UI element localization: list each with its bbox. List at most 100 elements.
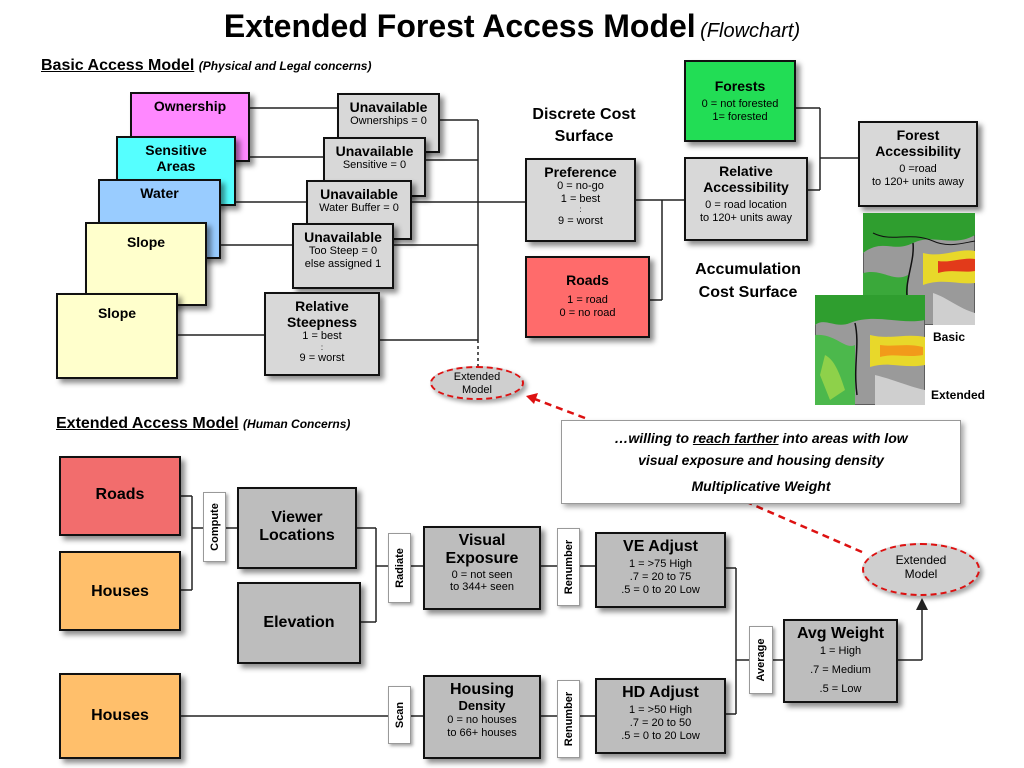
ownership-label: Ownership <box>153 98 227 114</box>
roads-extended-label: Roads <box>95 486 145 503</box>
hd-adjust-line-1: 1 = >50 High <box>629 704 692 717</box>
houses-input-1: Houses <box>59 551 181 631</box>
callout-line-2: visual exposure and housing density <box>638 452 884 468</box>
callout-line-1-post: into areas with low <box>778 430 908 446</box>
extended-model-ellipse-bottom: Extended Model <box>862 543 980 596</box>
relative-accessibility-line-2: to 120+ units away <box>699 211 793 224</box>
relative-accessibility-line-1: 0 = road location <box>705 199 787 212</box>
callout-line-1-pre: …willing to <box>614 430 693 446</box>
extended-map-image <box>815 295 925 405</box>
houses-label-2: Houses <box>91 707 149 724</box>
ve-adjust-line-2: .7 = 20 to 75 <box>629 571 692 584</box>
callout-box: …willing to reach farther into areas wit… <box>561 420 961 504</box>
unavailable-slope: Unavailable Too Steep = 0 else assigned … <box>292 223 394 289</box>
unavailable-sensitive-title: Unavailable <box>335 143 414 159</box>
scan-operation: Scan <box>388 686 411 744</box>
average-operation: Average <box>749 626 773 694</box>
radiate-label: Radiate <box>393 548 406 588</box>
roads-extended-input: Roads <box>59 456 181 536</box>
roads-basic-title: Roads <box>566 272 609 288</box>
renumber-label-1: Renumber <box>562 539 575 595</box>
extended-header-sub: (Human Concerns) <box>243 417 351 431</box>
hd-adjust-line-3: .5 = 0 to 20 Low <box>621 729 700 742</box>
ve-adjust-title: VE Adjust <box>623 538 698 555</box>
forests-title: Forests <box>714 78 766 94</box>
slope-label-2: Slope <box>97 305 137 321</box>
preference-box: Preference 0 = no-go 1 = best : 9 = wors… <box>525 158 636 242</box>
roads-basic-box: Roads 1 = road 0 = no road <box>525 256 650 338</box>
elevation-box: Elevation <box>237 582 361 664</box>
compute-label: Compute <box>208 503 221 551</box>
renumber-label-2: Renumber <box>562 691 575 747</box>
houses-label-1: Houses <box>91 583 149 600</box>
water-label: Water <box>140 185 179 201</box>
avg-weight-box: Avg Weight 1 = High .7 = Medium .5 = Low <box>783 619 898 703</box>
unavailable-slope-title: Unavailable <box>304 229 382 245</box>
viewer-locations-box: Viewer Locations <box>237 487 357 569</box>
avg-weight-line-2: .7 = Medium <box>810 664 871 677</box>
callout-line-3: Multiplicative Weight <box>691 478 831 494</box>
scan-label: Scan <box>393 701 406 729</box>
housing-density-title: Housing <box>450 681 514 698</box>
unavailable-ownership-line: Ownerships = 0 <box>350 115 427 128</box>
forest-accessibility-line-2: to 120+ units away <box>871 175 965 188</box>
elevation-title: Elevation <box>263 614 335 631</box>
forest-accessibility-line-1: 0 =road <box>899 163 937 176</box>
ve-adjust-box: VE Adjust 1 = >75 High .7 = 20 to 75 .5 … <box>595 532 726 608</box>
discrete-cost-surface-label: Discrete Cost Surface <box>532 106 636 145</box>
visual-exposure-box: Visual Exposure 0 = not seen to 344+ see… <box>423 526 541 610</box>
accumulation-cost-surface-label: Accumulation Cost Surface <box>695 261 801 302</box>
hd-adjust-box: HD Adjust 1 = >50 High .7 = 20 to 50 .5 … <box>595 678 726 754</box>
visual-exposure-line-2: to 344+ seen <box>450 581 514 594</box>
preference-line-3: : <box>579 205 582 215</box>
extended-header: Extended Access Model (Human Concerns) <box>56 415 350 433</box>
title-main: Extended Forest Access Model <box>223 8 696 44</box>
viewer-locations-title: Viewer Locations <box>259 509 335 545</box>
forest-accessibility-box: Forest Accessibility 0 =road to 120+ uni… <box>858 121 978 207</box>
renumber-operation-1: Renumber <box>557 528 580 606</box>
forest-accessibility-title: Forest Accessibility <box>875 127 961 160</box>
callout-line-1: …willing to reach farther into areas wit… <box>562 427 960 449</box>
unavailable-water-title: Unavailable <box>320 186 398 202</box>
preference-line-1: 0 = no-go <box>557 180 604 193</box>
relative-steepness-line-1: 1 = best <box>302 330 342 343</box>
page-title: Extended Forest Access Model (Flowchart) <box>0 8 1024 45</box>
avg-weight-line-3: .5 = Low <box>819 682 862 695</box>
basic-header: Basic Access Model (Physical and Legal c… <box>41 57 371 75</box>
slope-input-1: Slope <box>85 222 207 306</box>
basic-map-label: Basic <box>933 330 966 344</box>
relative-steepness-line-2: : <box>320 342 324 352</box>
slope-label-1: Slope <box>126 234 166 250</box>
unavailable-slope-line-2: else assigned 1 <box>304 257 382 270</box>
callout-line-1-underline: reach farther <box>692 430 779 446</box>
roads-basic-line-1: 1 = road <box>567 294 608 307</box>
unavailable-slope-line-1: Too Steep = 0 <box>308 245 378 258</box>
relative-steepness-line-3: 9 = worst <box>299 352 345 365</box>
avg-weight-title: Avg Weight <box>796 625 885 642</box>
housing-density-box: Housing Density 0 = no houses to 66+ hou… <box>423 675 541 759</box>
preference-line-2: 1 = best <box>560 192 601 205</box>
preference-title: Preference <box>544 164 617 180</box>
houses-input-2: Houses <box>59 673 181 759</box>
extended-model-ellipse-bottom-label: Extended Model <box>895 553 947 581</box>
basic-header-sub: (Physical and Legal concerns) <box>198 59 372 73</box>
extended-header-title: Extended Access Model <box>56 415 239 432</box>
avg-weight-line-1: 1 = High <box>819 645 862 658</box>
visual-exposure-title: Visual Exposure <box>445 532 519 568</box>
basic-header-title: Basic Access Model <box>41 57 195 74</box>
extended-map-label: Extended <box>931 388 986 402</box>
roads-basic-line-2: 0 = no road <box>559 306 616 319</box>
ve-adjust-line-1: 1 = >75 High <box>629 558 692 571</box>
renumber-operation-2: Renumber <box>557 680 580 758</box>
slope-input-2: Slope <box>56 293 178 379</box>
relative-steepness-title: Relative Steepness <box>286 298 358 331</box>
compute-operation: Compute <box>203 492 226 562</box>
forests-line-1: 0 = not forested <box>701 98 779 111</box>
unavailable-water-line: Water Buffer = 0 <box>319 202 399 215</box>
hd-adjust-line-2: .7 = 20 to 50 <box>629 717 692 730</box>
hd-adjust-title: HD Adjust <box>622 684 699 701</box>
housing-density-line-2: to 66+ houses <box>447 726 517 739</box>
sensitive-areas-label: Sensitive Areas <box>145 142 207 175</box>
extended-model-ellipse-top-label: Extended Model <box>453 371 501 396</box>
